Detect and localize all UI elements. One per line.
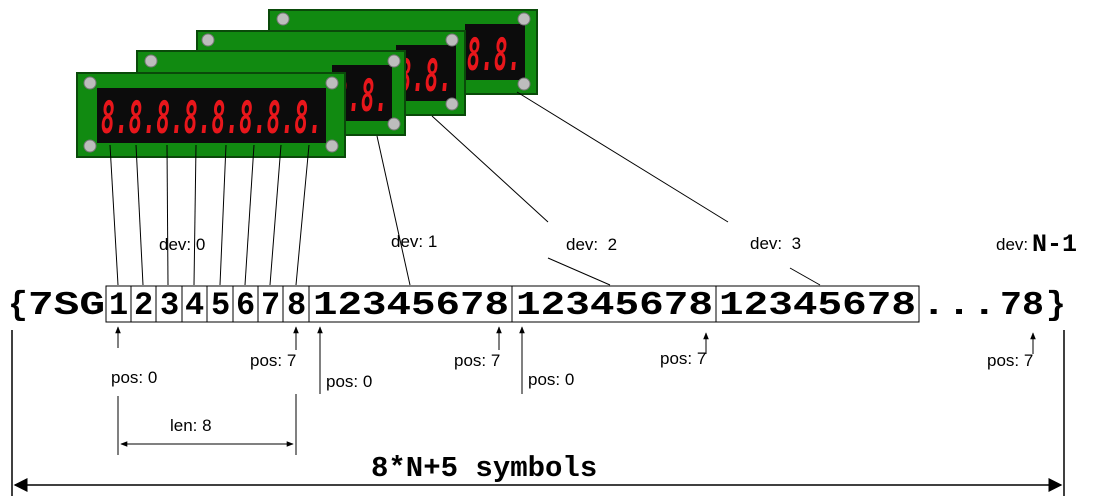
device-label-2: dev: 2 bbox=[566, 235, 617, 254]
pos-label-dev2-last: pos: 7 bbox=[660, 349, 706, 368]
segment-digits-dev-3: 8.8. bbox=[467, 30, 521, 81]
sequence-header: 7SG bbox=[28, 287, 105, 324]
pos-label-dev0-last: pos: 7 bbox=[250, 351, 296, 370]
device-label-1: dev: 1 bbox=[391, 232, 437, 251]
sequence-open-brace: { bbox=[8, 287, 28, 324]
length-dimension bbox=[117, 394, 297, 455]
boxed-digit-5: 5 bbox=[211, 287, 230, 324]
digit-block-dev-2: 12345678 bbox=[516, 287, 713, 324]
boxed-digit-2: 2 bbox=[134, 287, 153, 324]
digit-connector-lines bbox=[109, 144, 310, 286]
segment-digits-dev-2: 8.8. bbox=[398, 51, 452, 102]
position-markers bbox=[115, 326, 1036, 394]
boxed-digit-3: 3 bbox=[160, 287, 179, 324]
boxed-digit-6: 6 bbox=[236, 287, 255, 324]
total-span-dimension bbox=[11, 330, 1065, 496]
device-label-last-value: N-1 bbox=[1032, 230, 1077, 259]
length-label: len: 8 bbox=[170, 416, 212, 435]
display-board-dev-0: 8.8.8.8.8.8.8.8. bbox=[76, 72, 346, 158]
pos-label-dev0-first: pos: 0 bbox=[111, 368, 157, 387]
device-label-last-prefix: dev: bbox=[996, 235, 1028, 254]
sequence-close-brace: } bbox=[1046, 287, 1066, 324]
sequence-ellipsis: ... bbox=[921, 287, 997, 324]
device-connector-lines bbox=[376, 91, 821, 286]
boxed-digit-7: 7 bbox=[261, 287, 280, 324]
digit-block-frame-dev-3 bbox=[715, 285, 920, 323]
total-symbols-label: 8*N+5 symbols bbox=[371, 452, 597, 485]
boxed-digit-8: 8 bbox=[287, 287, 306, 324]
symbol-sequence: { 7SG 1 2 3 4 5 6 7 8 12345678 12345678 … bbox=[8, 285, 1066, 324]
pos-label-devN-last: pos: 7 bbox=[987, 351, 1033, 370]
device-label-0: dev: 0 bbox=[159, 235, 205, 254]
sequence-tail-digits: 78 bbox=[1000, 287, 1044, 324]
pos-label-dev1-last: pos: 7 bbox=[454, 351, 500, 370]
boxed-digit-4: 4 bbox=[185, 287, 204, 324]
pos-label-dev2-first: pos: 0 bbox=[528, 370, 574, 389]
pos-label-dev1-first: pos: 0 bbox=[326, 372, 372, 391]
segment-digits-dev-0: 8.8.8.8.8.8.8.8. bbox=[101, 93, 322, 144]
digit-block-dev-3: 12345678 bbox=[719, 287, 916, 324]
digit-block-dev-1: 12345678 bbox=[313, 287, 509, 324]
boxed-digit-1: 1 bbox=[109, 287, 128, 324]
device-label-3: dev: 3 bbox=[750, 234, 801, 253]
